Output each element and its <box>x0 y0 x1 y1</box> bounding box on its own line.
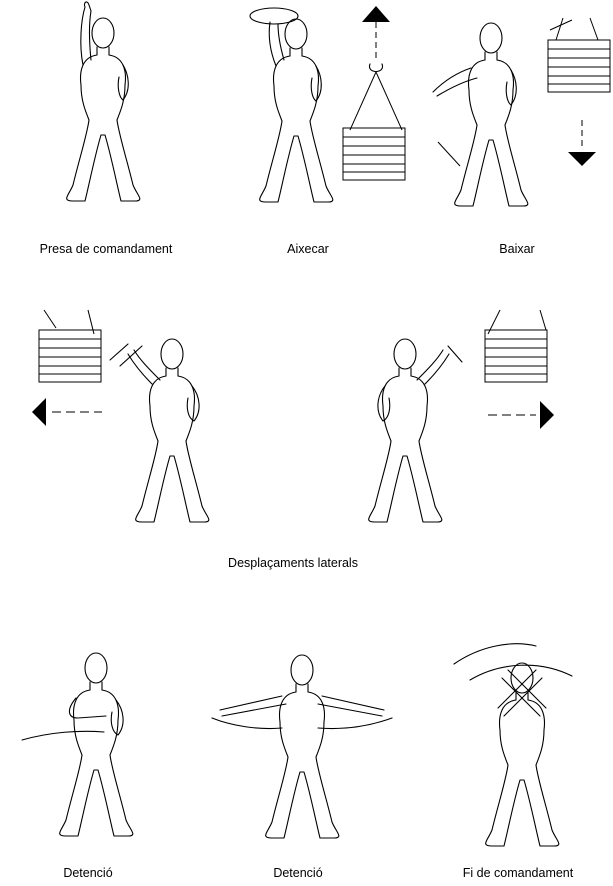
figure-end-command <box>486 663 559 846</box>
caption-lower: Baixar <box>499 242 534 256</box>
right-arrow-icon <box>540 401 554 429</box>
caption-lateral-movements: Desplaçaments laterals <box>228 556 358 570</box>
figure-lateral-left <box>128 339 209 522</box>
figure-lateral-right <box>369 339 449 522</box>
caption-take-command: Presa de comandament <box>40 242 173 256</box>
caption-end-command: Fi de comandament <box>463 866 573 880</box>
figure-lower <box>433 23 528 206</box>
caption-stop-1: Detenció <box>63 866 112 880</box>
lower-arrow-icon <box>568 152 596 166</box>
figure-take-command <box>67 2 140 201</box>
caption-stop-2: Detenció <box>273 866 322 880</box>
raise-arrow-icon <box>362 6 390 22</box>
figure-stop-1 <box>60 653 133 836</box>
circular-motion-indicator <box>250 8 298 24</box>
figure-stop-2 <box>220 655 384 838</box>
left-arrow-icon <box>32 398 46 426</box>
figure-raise <box>260 19 333 202</box>
caption-raise: Aixecar <box>287 242 329 256</box>
